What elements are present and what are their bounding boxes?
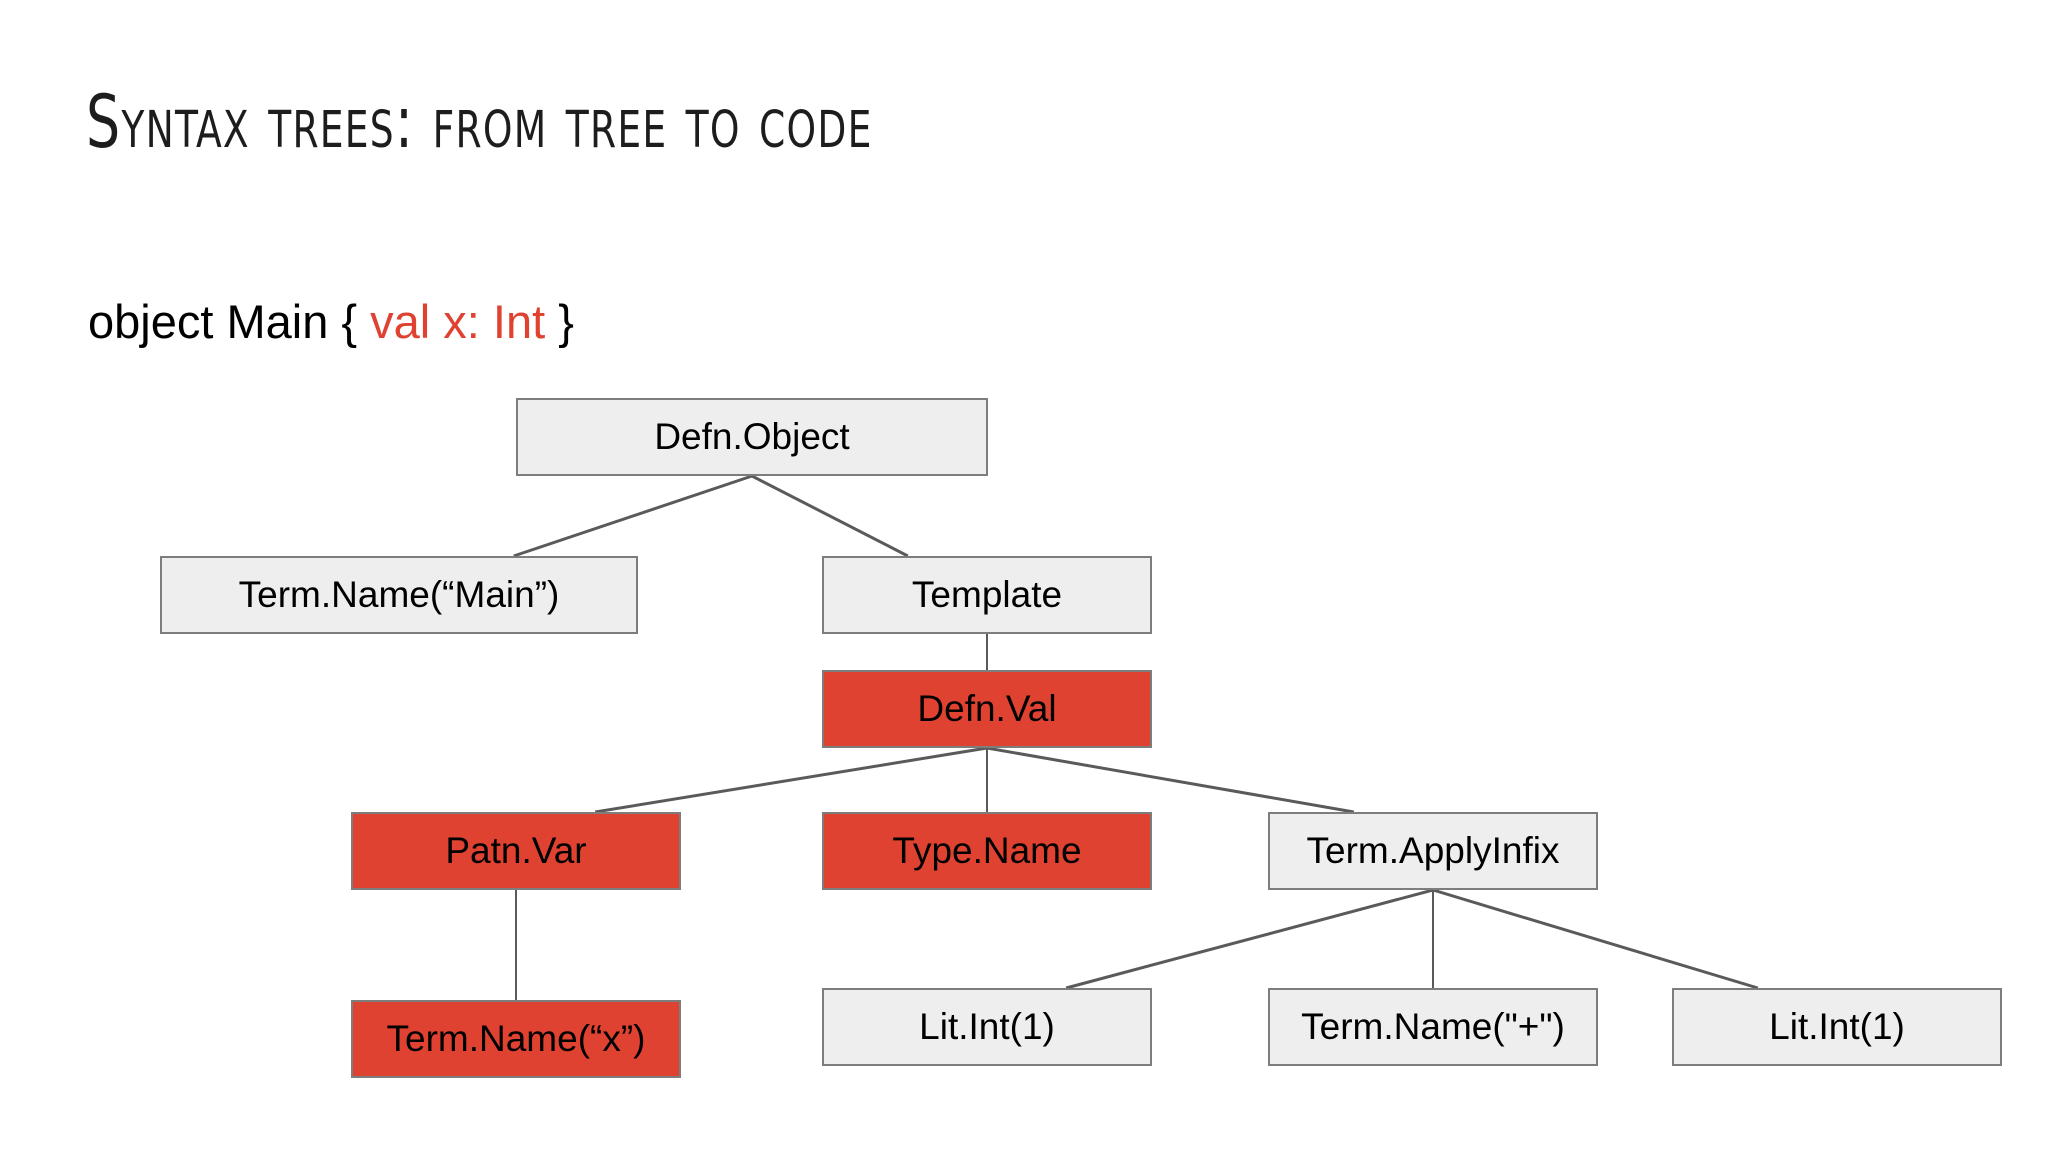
tree-node-label: Term.Name(“x”) <box>386 1018 646 1059</box>
tree-edge <box>986 746 1355 814</box>
tree-node-term-name-main[interactable]: Term.Name(“Main”) <box>160 556 638 634</box>
tree-node-label: Type.Name <box>892 830 1082 871</box>
tree-edge <box>513 474 753 558</box>
tree-node-label: Term.ApplyInfix <box>1306 830 1560 871</box>
tree-node-defn-val[interactable]: Defn.Val <box>822 670 1152 748</box>
tree-node-template[interactable]: Template <box>822 556 1152 634</box>
tree-node-term-name-x[interactable]: Term.Name(“x”) <box>351 1000 681 1078</box>
code-highlight: val x: Int <box>370 295 546 348</box>
code-prefix: object Main { <box>88 295 371 348</box>
tree-node-label: Lit.Int(1) <box>1769 1006 1905 1047</box>
tree-edge <box>751 474 909 558</box>
tree-node-term-applyinfix[interactable]: Term.ApplyInfix <box>1268 812 1598 890</box>
tree-node-label: Term.Name(“Main”) <box>238 574 560 615</box>
tree-node-lit-int-1[interactable]: Lit.Int(1) <box>1672 988 2002 1066</box>
tree-node-type-name[interactable]: Type.Name <box>822 812 1152 890</box>
tree-edge <box>1432 888 1759 990</box>
tree-node-label: Lit.Int(1) <box>919 1006 1055 1047</box>
tree-edge <box>1065 888 1434 990</box>
tree-node-label: Template <box>911 574 1063 615</box>
page-title: Syntax trees: from tree to code <box>86 80 873 165</box>
tree-edge <box>594 746 988 814</box>
tree-node-label: Defn.Object <box>654 416 850 457</box>
code-suffix: } <box>545 295 574 348</box>
tree-node-label: Patn.Var <box>445 830 587 871</box>
tree-node-term-name[interactable]: Term.Name("+") <box>1268 988 1598 1066</box>
tree-node-label: Term.Name("+") <box>1301 1006 1565 1047</box>
tree-node-patn-var[interactable]: Patn.Var <box>351 812 681 890</box>
code-sample-line: object Main { val x: Int } <box>88 296 574 348</box>
tree-node-lit-int-1[interactable]: Lit.Int(1) <box>822 988 1152 1066</box>
tree-node-label: Defn.Val <box>917 688 1057 729</box>
tree-node-defn-object[interactable]: Defn.Object <box>516 398 988 476</box>
